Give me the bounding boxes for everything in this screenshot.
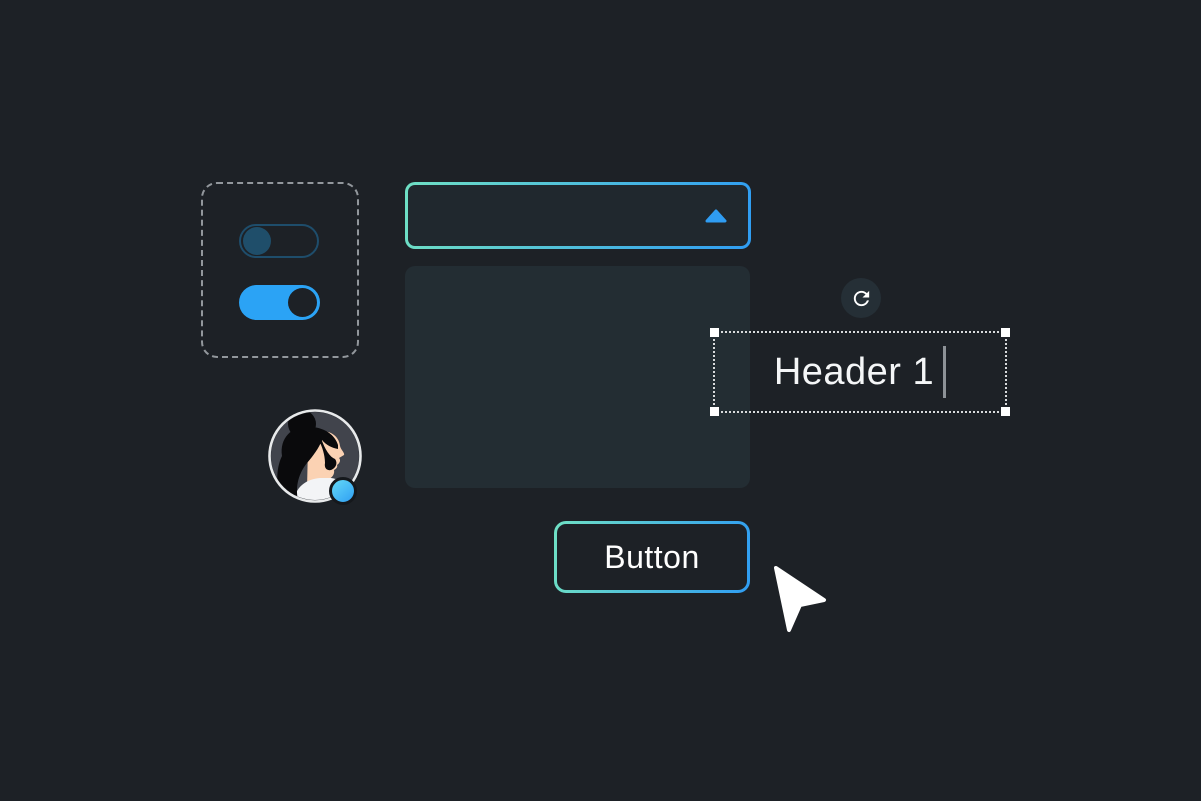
toggle-group-frame — [201, 182, 359, 358]
chevron-up-icon — [704, 209, 728, 223]
selection-handle-top-left[interactable] — [710, 328, 719, 337]
selection-handle-bottom-left[interactable] — [710, 407, 719, 416]
action-button-label: Button — [604, 538, 700, 575]
cursor-arrow-icon — [765, 564, 835, 641]
header-text[interactable]: Header 1 — [773, 350, 935, 393]
toggle-knob — [288, 288, 317, 317]
refresh-button[interactable] — [841, 278, 881, 318]
action-button[interactable]: Button — [554, 521, 750, 593]
text-selection-frame[interactable]: Header 1 — [710, 328, 1010, 416]
dropdown-select[interactable] — [405, 182, 751, 249]
online-status-dot — [329, 477, 357, 505]
toggle-knob — [243, 227, 271, 255]
toggle-switch-on[interactable] — [239, 285, 320, 320]
selection-handle-bottom-right[interactable] — [1001, 407, 1010, 416]
avatar[interactable] — [267, 408, 363, 505]
selection-handle-top-right[interactable] — [1001, 328, 1010, 337]
toggle-switch-off[interactable] — [239, 224, 319, 258]
dropdown-menu-panel[interactable] — [405, 266, 750, 488]
text-caret — [943, 346, 947, 398]
refresh-icon — [850, 287, 873, 310]
